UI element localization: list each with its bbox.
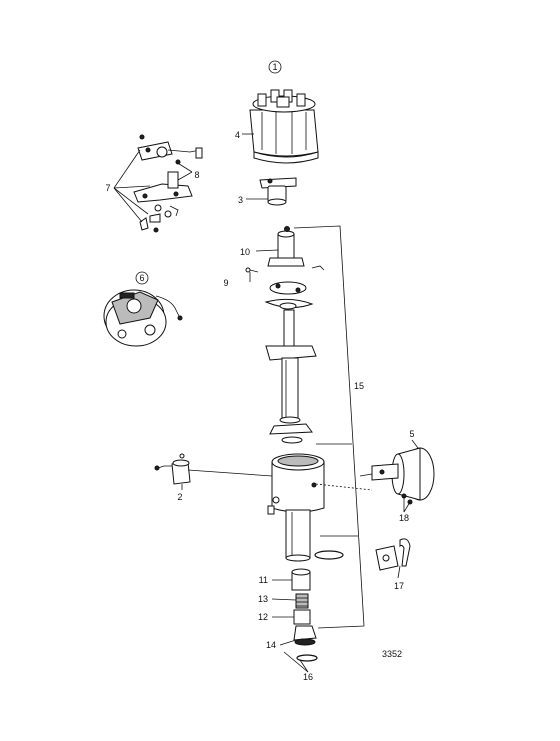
figure-number: 3352	[382, 649, 402, 659]
clip-part	[375, 538, 411, 571]
label-7: 7	[105, 183, 110, 193]
distributor-cap	[249, 89, 319, 164]
circled-label-1	[268, 60, 282, 74]
label-14: 14	[266, 640, 276, 650]
vacuum-unit	[359, 447, 435, 505]
circled-label-6	[135, 271, 149, 285]
label-13: 13	[258, 594, 268, 604]
label-16: 16	[303, 672, 313, 682]
label-18: 18	[399, 513, 409, 523]
label-6: 6	[139, 273, 144, 283]
label-10: 10	[240, 247, 250, 257]
label-12: 12	[258, 612, 268, 622]
label-15: 15	[354, 381, 364, 391]
centrifugal-advance-parts	[245, 226, 325, 310]
label-17: 17	[394, 581, 404, 591]
leader-lines	[113, 133, 419, 673]
label-2: 2	[177, 492, 182, 502]
label-4: 4	[235, 130, 240, 140]
label-5: 5	[409, 429, 414, 439]
condenser	[154, 453, 191, 485]
breaker-plate-assembly	[103, 289, 183, 347]
drive-shaft	[265, 309, 317, 444]
label-11: 11	[259, 575, 268, 585]
callout-labels: 1 6 2 3 4 5 7 8 9 10 11 12 13 14 15 16 1…	[105, 60, 415, 682]
label-1: 1	[272, 62, 277, 72]
label-9: 9	[223, 278, 228, 288]
rotor	[259, 177, 297, 206]
label-3: 3	[238, 195, 243, 205]
contact-breaker-kit	[133, 134, 203, 233]
distributor-housing	[267, 453, 325, 562]
label-8: 8	[194, 170, 199, 180]
lower-shaft-parts	[291, 550, 344, 662]
